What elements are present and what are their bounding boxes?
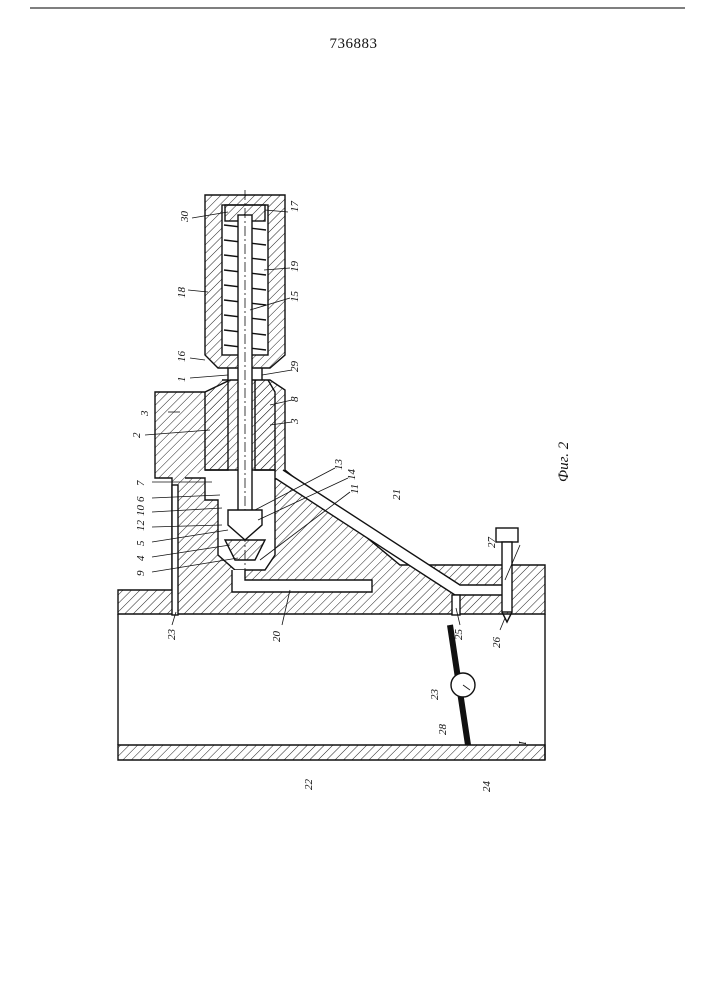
callout-23-tube: 23 [166,629,178,641]
outlet-25 [452,595,460,615]
callout-10: 10 [135,505,147,517]
callout-25: 25 [453,629,465,641]
sleeve-2 [205,380,228,470]
callout-13: 13 [333,459,345,471]
callout-3-right: 3 [289,418,301,425]
callout-26: 26 [491,637,503,649]
tube-23 [172,485,178,615]
callout-14: 14 [346,469,358,481]
callout-30: 30 [179,211,191,224]
callout-17: 17 [289,201,301,213]
callout-5: 5 [135,540,147,546]
callout-28: 28 [437,724,449,736]
callout-11: 11 [349,484,361,494]
callout-6: 6 [135,496,147,502]
figure-caption: Фиг. 2 [556,441,572,482]
callout-19: 19 [289,261,301,273]
callout-27: 27 [486,537,498,549]
callout-23-axle: 23 [429,689,441,701]
callout-15: 15 [289,291,301,303]
callout-2: 2 [131,432,143,438]
callout-24: 24 [481,781,493,793]
callout-12: 12 [135,520,147,532]
callout-20: 20 [271,631,283,643]
callout-1: 1 [176,377,188,383]
callout-9: 9 [135,570,147,576]
callout-18: 18 [176,287,188,299]
callout-29: 29 [289,361,301,373]
callout-8: 8 [289,396,301,402]
lower-pipe [118,745,545,760]
section-mark: I [517,740,529,746]
screw-shank-27 [502,542,512,612]
callout-22: 22 [303,779,315,791]
callout-4: 4 [135,555,147,561]
callout-16: 16 [176,351,188,363]
callout-3-left: 3 [139,410,151,417]
callout-21: 21 [391,489,403,500]
screw-head-27 [496,528,518,542]
callout-7: 7 [135,480,147,486]
